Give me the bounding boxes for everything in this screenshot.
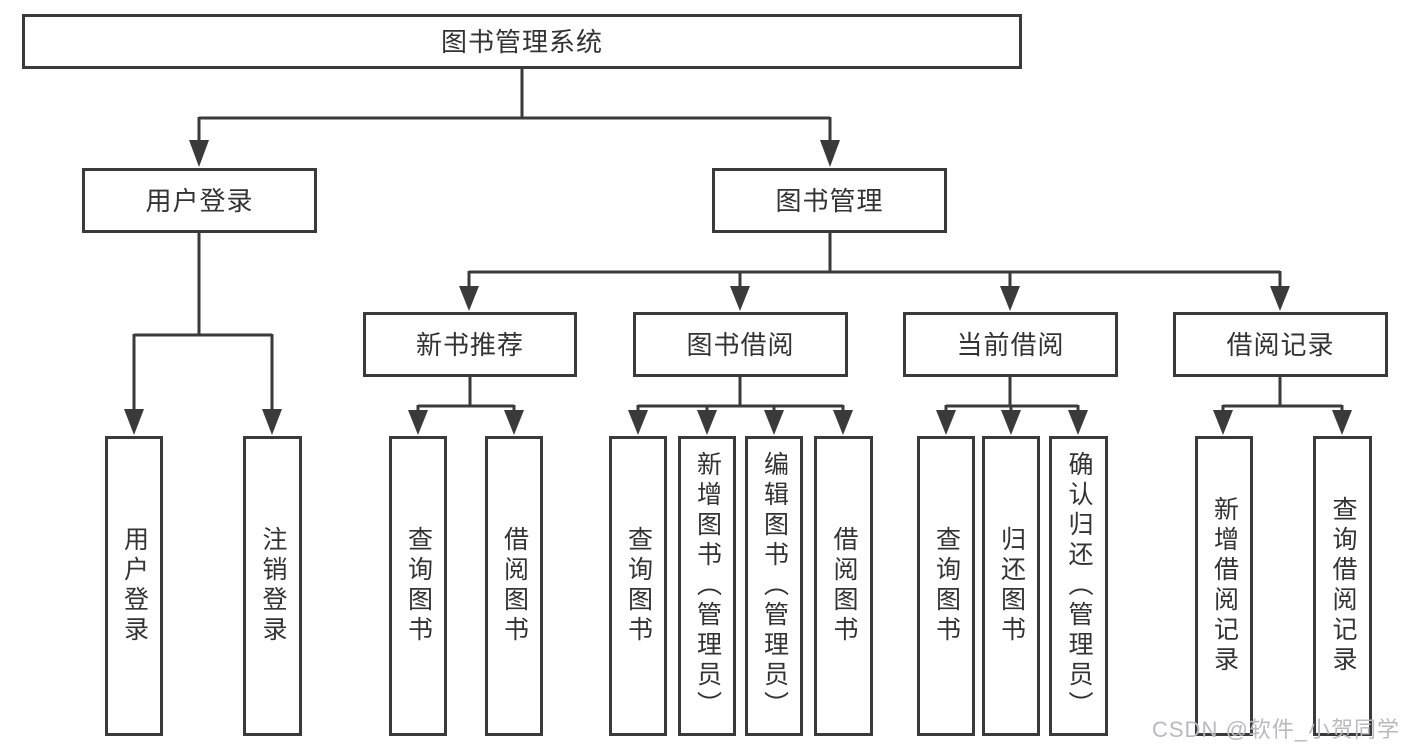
leaf-borrow-books-recommend: 借阅图书	[485, 436, 543, 736]
node-borrow-records: 借阅记录	[1173, 312, 1388, 377]
leaf-borrow-books: 借阅图书	[814, 436, 873, 736]
leaf-confirm-return-admin: 确认归还（管理员）	[1049, 436, 1108, 736]
node-library-management-system: 图书管理系统	[22, 14, 1022, 69]
node-current-borrow: 当前借阅	[903, 312, 1118, 377]
leaf-return-book: 归还图书	[982, 436, 1040, 736]
leaf-query-books-recommend: 查询图书	[389, 436, 447, 736]
leaf-edit-book-admin: 编辑图书（管理员）	[745, 436, 803, 736]
csdn-watermark: CSDN @软件_小贺同学	[1152, 717, 1401, 742]
leaf-query-books-current: 查询图书	[917, 436, 975, 736]
leaf-query-books-borrow: 查询图书	[609, 436, 667, 736]
leaf-add-borrow-record: 新增借阅记录	[1195, 436, 1253, 736]
node-user-login: 用户登录	[82, 168, 317, 233]
leaf-logout: 注销登录	[243, 436, 302, 736]
leaf-query-borrow-record: 查询借阅记录	[1313, 436, 1372, 736]
leaf-add-book-admin: 新增图书（管理员）	[678, 436, 736, 736]
node-book-management: 图书管理	[712, 168, 947, 233]
arrowheads	[124, 140, 1352, 435]
node-new-book-recommend: 新书推荐	[363, 312, 577, 377]
node-book-borrow: 图书借阅	[633, 312, 848, 377]
leaf-user-login: 用户登录	[105, 436, 163, 736]
